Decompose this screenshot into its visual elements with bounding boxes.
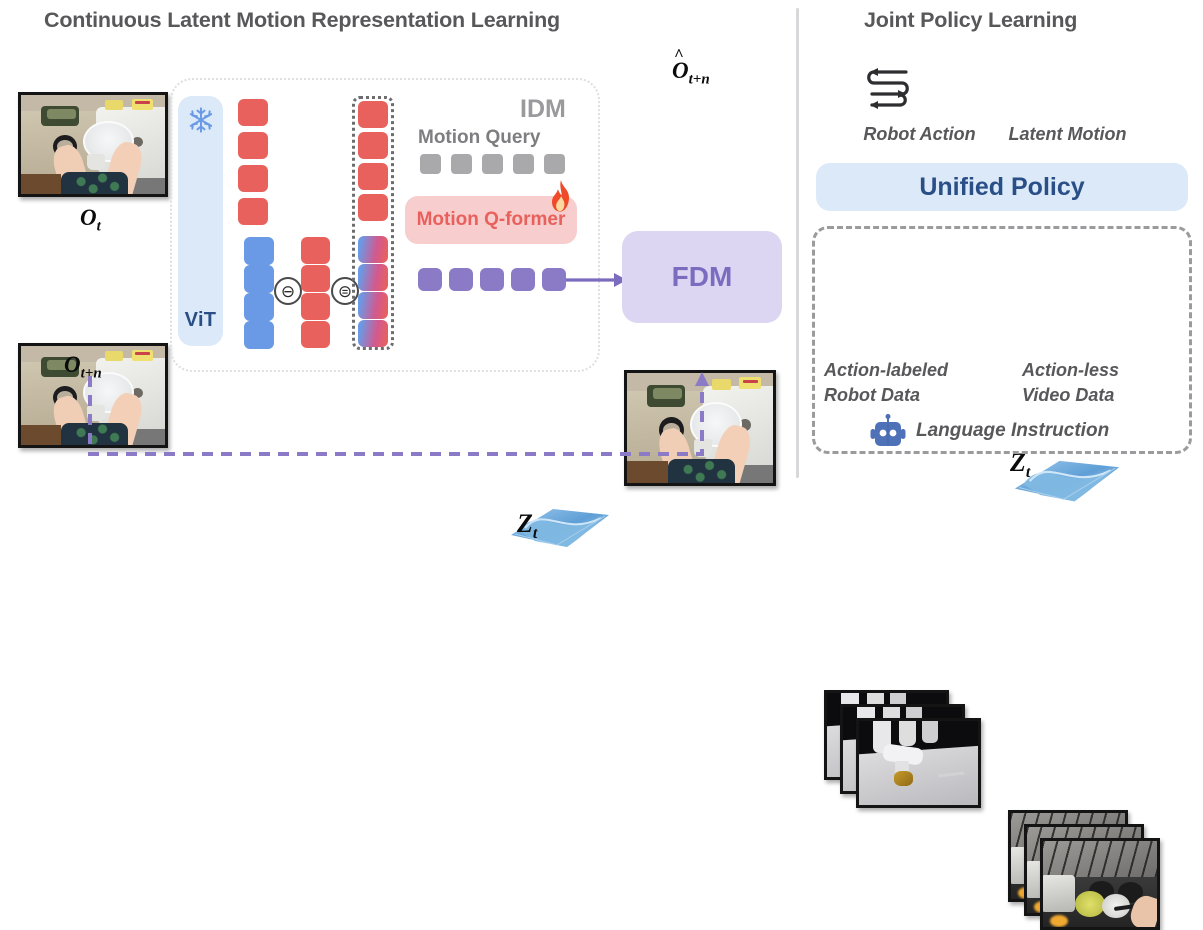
minus-operator-icon: ⊖	[274, 277, 302, 305]
observation-frame-t	[18, 92, 168, 197]
prediction-label: ^ Ot+n	[672, 45, 710, 89]
motion-token-gradient	[358, 292, 388, 319]
latent-symbol-left: Zt	[517, 509, 537, 543]
diff-token-red	[301, 265, 330, 292]
diff-token-red	[301, 293, 330, 320]
prediction-hat: ^	[674, 45, 684, 64]
feature-token-red	[238, 99, 268, 126]
latent-token	[418, 268, 442, 291]
idm-container	[170, 78, 600, 372]
latent-token	[542, 268, 566, 291]
flame-icon	[552, 180, 570, 212]
prediction-base: O	[672, 58, 689, 83]
latent-symbol-right-sub: t	[1025, 464, 1031, 482]
motion-token-red	[358, 163, 388, 190]
robot-action-trajectory-icon	[867, 68, 909, 109]
motion-qformer-label: Motion Q-former	[416, 209, 566, 230]
feature-token-red	[238, 198, 268, 225]
robot-action-caption: Robot Action	[863, 124, 976, 144]
diff-token-red	[301, 237, 330, 264]
feature-token-blue	[244, 293, 274, 321]
feature-token-red	[238, 165, 268, 192]
obs-tn-base: O	[64, 352, 81, 377]
data-sources-container	[812, 226, 1192, 454]
feature-token-blue	[244, 321, 274, 349]
latent-symbol-right: Zt	[1010, 448, 1030, 482]
latent-symbol-sub: t	[532, 525, 538, 543]
prediction-frame	[624, 370, 776, 486]
obs-tn-sub: t+n	[80, 365, 102, 382]
latent-motion-caption: Latent Motion	[1008, 124, 1127, 144]
fdm-label: FDM	[671, 261, 733, 292]
motion-qformer-block: Motion Q-former	[405, 196, 577, 244]
motion-token-red	[358, 194, 388, 221]
robot-face-icon	[870, 414, 906, 446]
observation-to-fdm-feedback-path	[88, 372, 709, 456]
motion-query-token	[544, 154, 565, 174]
robot-data-caption-line2: Robot Data	[824, 385, 920, 405]
sink-scene-t-plus-n	[21, 346, 165, 445]
motion-token-red	[358, 101, 388, 128]
sink-scene-predicted	[627, 373, 773, 483]
feature-token-blue	[244, 265, 274, 293]
latent-to-fdm-arrow	[566, 273, 627, 287]
prediction-sub: t+n	[688, 71, 710, 88]
robot-data-caption-line1: Action-labeled	[824, 360, 949, 380]
snowflake-icon	[189, 107, 212, 133]
motion-query-token	[451, 154, 472, 174]
motion-query-label: Motion Query	[418, 127, 541, 148]
language-instruction-label: Language Instruction	[916, 420, 1110, 441]
motion-token-red	[358, 132, 388, 159]
observation-label-t: Ot	[80, 205, 101, 236]
feature-token-red	[238, 132, 268, 159]
feature-token-blue	[244, 237, 274, 265]
video-data-caption-line2: Video Data	[1022, 385, 1115, 405]
video-data-stack	[1008, 810, 1168, 930]
obs-t-sub: t	[96, 218, 101, 235]
page-title-left: Continuous Latent Motion Representation …	[44, 8, 560, 32]
observation-label-t-plus-n: Ot+n	[64, 352, 102, 383]
sink-scene-t	[21, 95, 165, 194]
fdm-block: FDM	[622, 231, 782, 323]
vit-encoder: ViT	[178, 96, 223, 346]
idm-label: IDM	[520, 95, 566, 123]
motion-token-gradient	[358, 236, 388, 263]
panel-divider	[796, 8, 799, 478]
latent-symbol-right-base: Z	[1010, 448, 1026, 477]
vit-label: ViT	[184, 309, 217, 331]
observation-frame-t-plus-n	[18, 343, 168, 448]
video-data-caption-line1: Action-less	[1022, 360, 1120, 380]
obs-t-base: O	[80, 205, 97, 230]
robot-data-stack	[824, 690, 984, 810]
unified-policy-label: Unified Policy	[919, 172, 1085, 201]
motion-query-token	[420, 154, 441, 174]
diff-token-red	[301, 321, 330, 348]
latent-token	[480, 268, 504, 291]
motion-query-token	[482, 154, 503, 174]
latent-token	[511, 268, 535, 291]
latent-symbol-base: Z	[517, 509, 533, 538]
motion-query-token	[513, 154, 534, 174]
motion-token-gradient	[358, 264, 388, 291]
motion-tokens-group	[352, 96, 394, 350]
latent-token	[449, 268, 473, 291]
unified-policy-block: Unified Policy	[816, 163, 1188, 211]
latent-motion-surface-right: Zt	[1008, 446, 1126, 512]
motion-token-gradient	[358, 320, 388, 347]
page-title-right: Joint Policy Learning	[864, 8, 1078, 32]
latent-motion-surface-left: Zt	[505, 495, 615, 557]
